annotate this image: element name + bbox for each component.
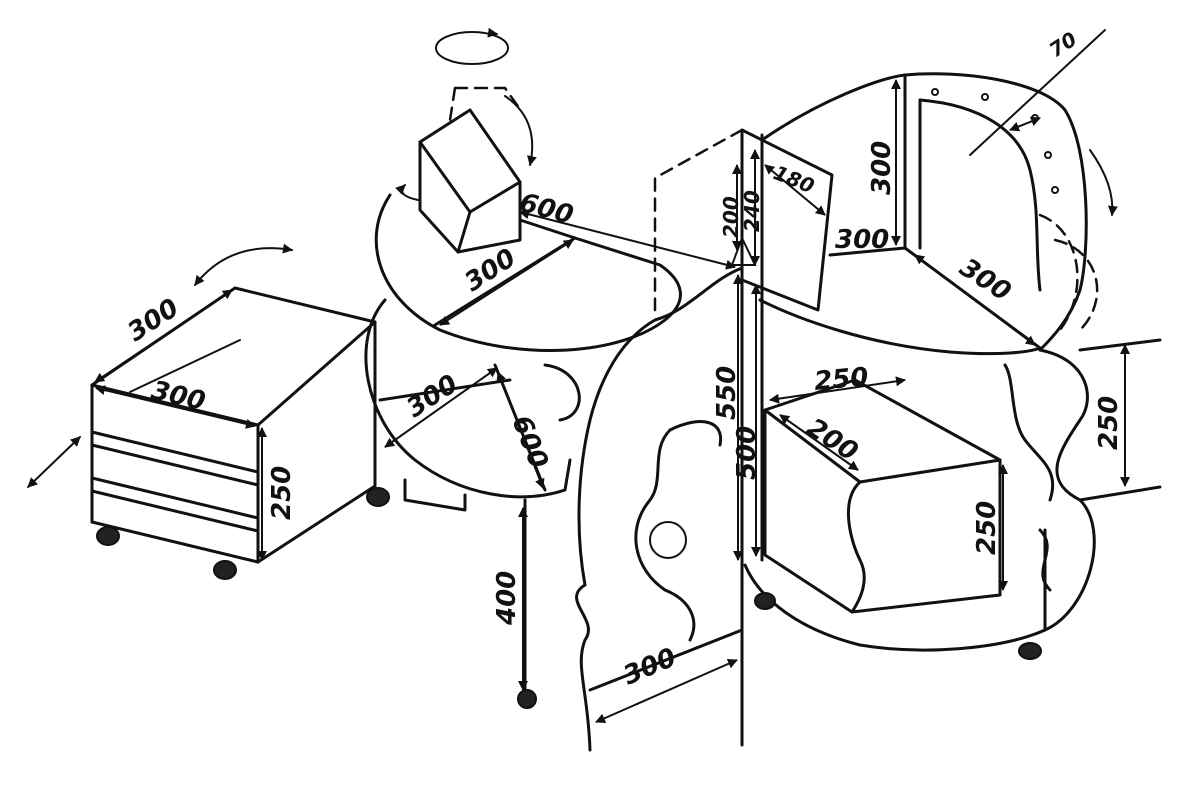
lower-shelf-arm-label: 600	[506, 411, 554, 473]
caster-wheel	[366, 487, 390, 507]
caster-wheel	[213, 560, 237, 580]
rolling-cart	[27, 243, 390, 580]
cart-width-label: 300	[148, 376, 208, 417]
panel-upper-height-label: 200	[719, 196, 743, 238]
top-shelf-arm-label: 600	[516, 188, 576, 231]
box-width-label: 250	[813, 362, 870, 397]
cabinet-top-height-label: 300	[867, 141, 897, 195]
cabinet-top-depth-label: 300	[835, 225, 889, 255]
box-height-label: 250	[972, 501, 1002, 555]
cart-height-label: 250	[267, 466, 297, 520]
panel-lower-height-label: 500	[732, 426, 762, 480]
caster-wheel	[96, 526, 120, 546]
caster-wheel	[1018, 642, 1042, 660]
cable-hole	[649, 521, 687, 559]
panel-height-label: 550	[712, 366, 742, 420]
panel-width-b-label: 180	[770, 160, 818, 198]
rotate-icon	[435, 31, 509, 65]
divider-panel	[575, 128, 834, 752]
pole-foot	[517, 689, 537, 709]
cart-depth-label: 300	[122, 293, 184, 348]
pole-length-label: 400	[492, 571, 522, 626]
cabinet-top-radius-label: 300	[954, 253, 1016, 308]
swivel-shelf-unit	[364, 27, 736, 709]
cabinet-lower-height-label: 250	[1094, 396, 1124, 450]
corner-cabinet	[743, 29, 1162, 660]
panel-width-a-label: 240	[740, 190, 764, 232]
caster-wheel	[754, 592, 776, 610]
lower-shelf-radius-label: 300	[401, 369, 463, 424]
panel-base-label: 300	[619, 643, 681, 692]
